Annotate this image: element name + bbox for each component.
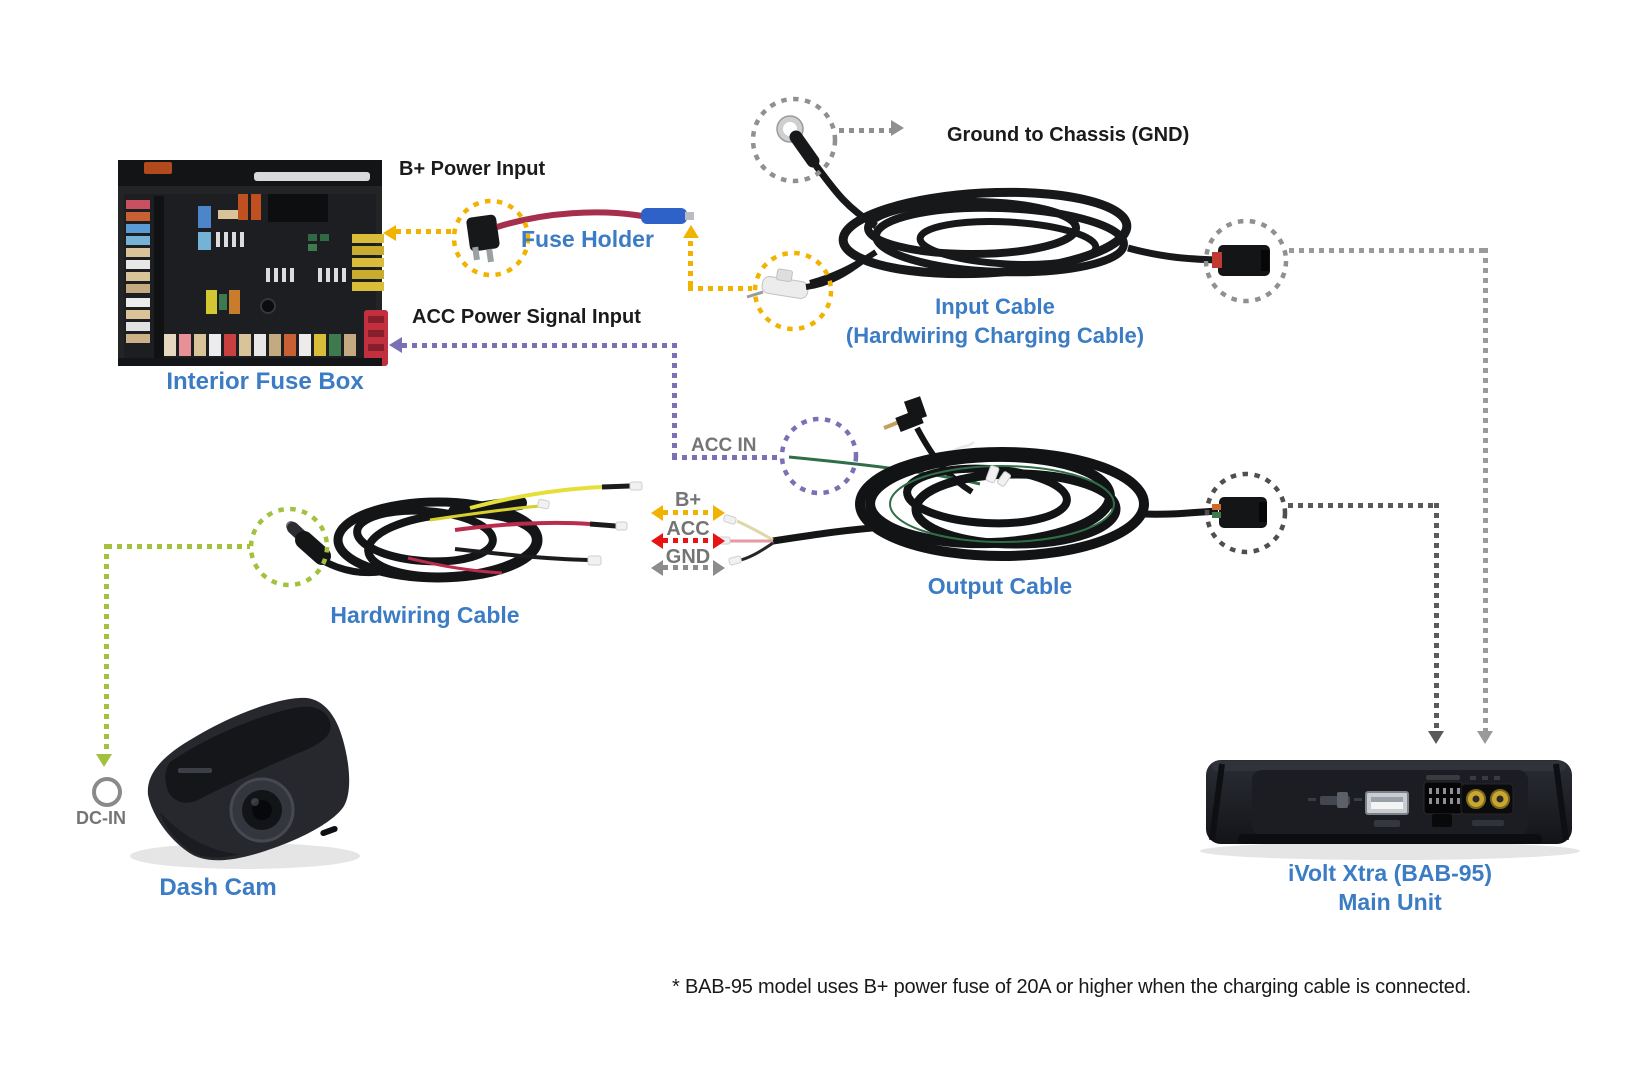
- input-to-unit-v: [1483, 248, 1488, 731]
- output-to-unit-h: [1288, 503, 1438, 508]
- fuse-holder-label: Fuse Holder: [521, 226, 654, 252]
- hardwiring-plug-circle: [248, 506, 330, 588]
- dashcam-path-h: [107, 544, 250, 549]
- ground-to-chassis-label: Ground to Chassis (GND): [947, 124, 1190, 146]
- acc-wire-circle: [779, 416, 859, 496]
- ground-path: [839, 128, 891, 133]
- main-unit-photo: [1200, 760, 1580, 860]
- dashcam-arrowhead: [96, 754, 112, 767]
- footnote: * BAB-95 model uses B+ power fuse of 20A…: [672, 976, 1472, 998]
- b-plus-power-input-label: B+ Power Input: [399, 158, 546, 180]
- acc-path-h1: [402, 343, 676, 348]
- b-plus-wire-label: B+: [674, 489, 702, 511]
- output-to-unit-v: [1434, 503, 1439, 731]
- fuse-holder-path-h: [688, 286, 752, 291]
- dc-in-label: DC-IN: [76, 808, 126, 828]
- acc-wire-label: ACC: [666, 518, 710, 540]
- output-to-unit-arrowhead: [1428, 731, 1444, 744]
- acc-path-h2: [672, 455, 779, 460]
- hardwiring-cable-graphic: [286, 481, 643, 583]
- acc-wire-arrow: [651, 533, 725, 549]
- ground-arrowhead: [891, 120, 904, 136]
- b-plus-path: [396, 229, 453, 234]
- input-to-unit-arrowhead: [1477, 731, 1493, 744]
- input-cable-graphic: [746, 115, 1270, 299]
- dash-cam-photo: [130, 697, 360, 869]
- output-cable-graphic: [717, 396, 1267, 566]
- gnd-wire-arrow: [651, 560, 725, 576]
- b-plus-arrowhead: [383, 225, 396, 241]
- main-unit-label-line1: iVolt Xtra (BAB-95): [1287, 860, 1493, 886]
- fuse-tap-circle: [451, 198, 531, 278]
- fuse-box-photo: [118, 160, 388, 366]
- interior-fuse-box-label: Interior Fuse Box: [166, 368, 364, 395]
- b-plus-wire-arrow: [651, 505, 725, 521]
- acc-in-label: ACC IN: [691, 435, 757, 456]
- dc-in-ring: [92, 777, 122, 807]
- fuse-holder-arrowhead: [683, 225, 699, 238]
- main-unit-label-line2: Main Unit: [1338, 889, 1442, 915]
- input-to-unit-h: [1289, 248, 1487, 253]
- dashcam-path-v: [104, 544, 109, 754]
- highlight-circles: [248, 96, 1289, 588]
- fuse-holder-path-v: [688, 241, 693, 287]
- inline-fuse-circle: [752, 250, 834, 332]
- acc-path-v: [672, 343, 677, 455]
- input-cable-label-line2: (Hardwiring Charging Cable): [845, 323, 1145, 348]
- dash-cam-label: Dash Cam: [159, 874, 277, 901]
- acc-arrowhead: [389, 337, 402, 353]
- fuse-tap-graphic: [466, 208, 694, 263]
- ground-ring-circle: [750, 96, 838, 184]
- gnd-wire-label: GND: [665, 546, 711, 568]
- acc-power-signal-input-label: ACC Power Signal Input: [412, 306, 641, 328]
- input-cable-label-line1: Input Cable: [935, 294, 1055, 319]
- output-cable-label: Output Cable: [927, 573, 1073, 599]
- hardwiring-cable-label: Hardwiring Cable: [330, 602, 520, 628]
- input-connector-circle: [1203, 218, 1289, 304]
- output-connector-circle: [1204, 471, 1288, 555]
